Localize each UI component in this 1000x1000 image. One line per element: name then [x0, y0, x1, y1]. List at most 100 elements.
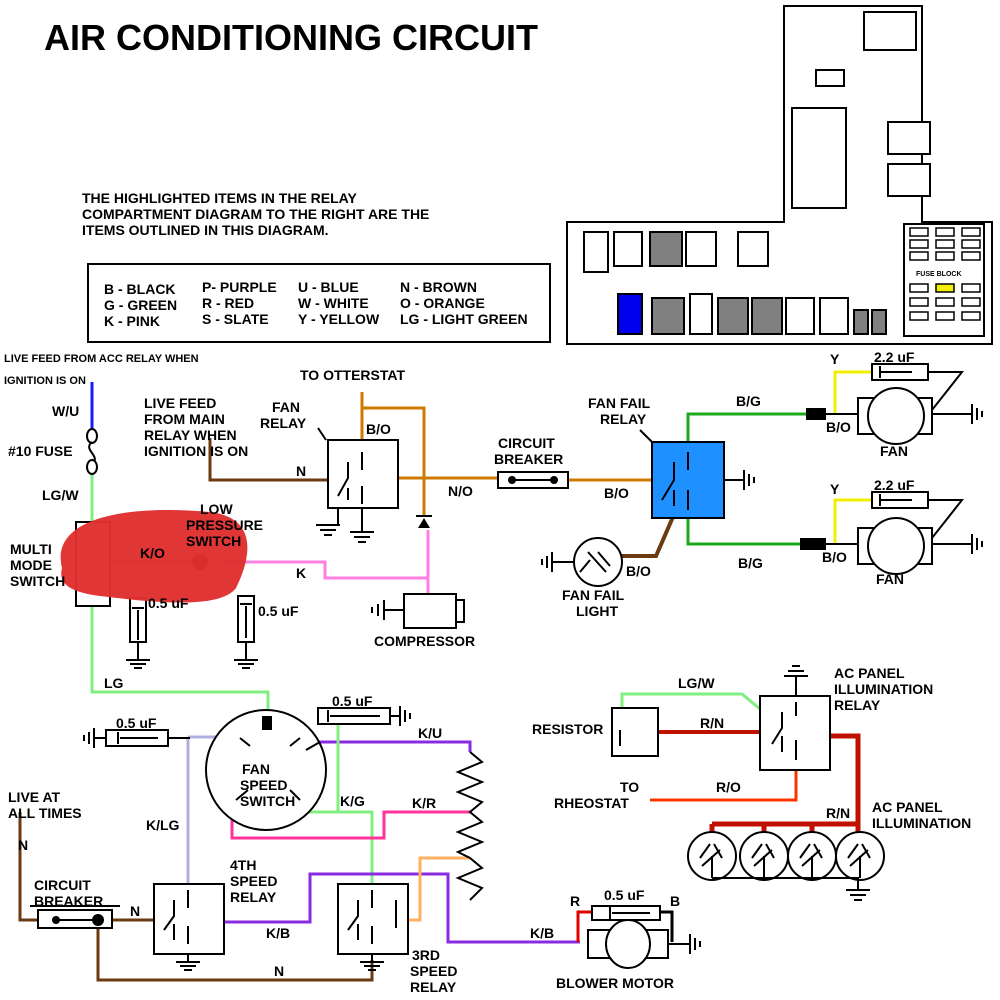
capacitor-fan-speed-left — [83, 728, 190, 748]
label-live-feed-acc-1: LIVE FEED FROM ACC RELAY WHEN — [4, 353, 199, 365]
ac-panel-illumination-lamps — [687, 831, 885, 881]
label-b-g-bottom: B/G — [738, 555, 763, 571]
label-lg-w-left: LG/W — [42, 487, 79, 503]
note-line-1: THE HIGHLIGHTED ITEMS IN THE RELAY — [82, 190, 357, 206]
legend-light-green: LG - LIGHT GREEN — [400, 311, 528, 327]
wire-lg — [90, 605, 270, 722]
fan-bottom — [800, 491, 983, 575]
label-ac-illumination-2: ILLUMINATION — [872, 815, 971, 831]
illumination-lamp — [787, 831, 837, 881]
label-cap-blower: 0.5 uF — [604, 887, 645, 903]
legend-slate: S - SLATE — [202, 311, 269, 327]
fuse — [935, 251, 955, 261]
legend-blue: U - BLUE — [298, 279, 359, 295]
legend-red: R - RED — [202, 295, 254, 311]
legend-green: G - GREEN — [104, 297, 177, 313]
ac-panel-illumination-relay — [759, 665, 831, 771]
label-k-g: K/G — [340, 793, 365, 809]
label-y-bottom: Y — [830, 481, 840, 497]
label-cap-left: 0.5 uF — [148, 595, 189, 611]
label-lg: LG — [104, 675, 124, 691]
legend-purple: P- PURPLE — [202, 279, 277, 295]
fuse — [909, 251, 929, 261]
label-circuit-breaker-bottom-2: BREAKER — [34, 893, 103, 909]
label-fan-fail-light-2: LIGHT — [576, 603, 618, 619]
label-b-g-top: B/G — [736, 393, 761, 409]
highlighted-slot — [651, 297, 685, 335]
label-rheostat-2: RHEOSTAT — [554, 795, 629, 811]
compartment-slot — [685, 231, 717, 267]
label-fan-speed-3: SWITCH — [240, 793, 295, 809]
label-fan-bottom: FAN — [876, 571, 904, 587]
label-cap-fan-bottom: 2.2 uF — [874, 477, 915, 493]
fuse-grid — [909, 227, 981, 321]
legend-pink: K - PINK — [104, 313, 160, 329]
fan-speed-switch — [205, 709, 327, 831]
note-text: THE HIGHLIGHTED ITEMS IN THE RELAY COMPA… — [82, 190, 429, 238]
wires — [18, 370, 872, 982]
label-r-n-2: R/N — [826, 805, 850, 821]
blower-motor — [587, 905, 701, 969]
label-multi-mode-2: MODE — [10, 557, 52, 573]
compartment-slot — [887, 121, 931, 155]
red-annotation-scribble — [60, 510, 248, 603]
label-live-feed-acc-2: IGNITION IS ON — [4, 375, 86, 387]
label-fourth-speed-2: SPEED — [230, 873, 277, 889]
fuse — [961, 251, 981, 261]
fuse — [961, 283, 981, 293]
label-low-pressure-3: SWITCH — [186, 533, 241, 549]
label-circuit-breaker-top-2: BREAKER — [494, 451, 563, 467]
wire-b-blower — [660, 910, 674, 942]
color-legend: B - BLACK G - GREEN K - PINK P- PURPLE R… — [87, 263, 551, 343]
illumination-lamp — [739, 831, 789, 881]
wire-n-live — [18, 812, 40, 922]
fuse — [935, 227, 955, 237]
highlighted-fuse — [935, 283, 955, 293]
wire-k-b — [225, 872, 580, 944]
label-k: K — [296, 565, 306, 581]
fan-fail-relay — [639, 429, 755, 519]
wire-y-top — [833, 370, 872, 414]
label-b-o-fan-bottom: B/O — [822, 549, 847, 565]
label-ac-relay-1: AC PANEL — [834, 665, 905, 681]
label-r-blower: R — [570, 893, 580, 909]
label-live-all-1: LIVE AT — [8, 789, 61, 805]
third-speed-relay — [337, 883, 409, 971]
compartment-slot — [785, 297, 815, 335]
label-multi-mode-1: MULTI — [10, 541, 52, 557]
label-b-o-fan-top: B/O — [826, 419, 851, 435]
label-blower-motor: BLOWER MOTOR — [556, 975, 674, 991]
compartment-slot — [887, 163, 931, 197]
diode — [416, 515, 432, 528]
wire-k — [220, 530, 430, 580]
fuse-block-label: FUSE BLOCK — [916, 271, 962, 278]
label-fuse-10: #10 FUSE — [8, 443, 73, 459]
label-fan-fail-relay-1: FAN FAIL — [588, 395, 651, 411]
label-b-blower: B — [670, 893, 680, 909]
wire-k-g — [300, 810, 374, 884]
compartment-slot — [689, 293, 713, 335]
circuit-breaker-top — [497, 471, 569, 489]
fan-top — [806, 363, 983, 445]
fuse — [961, 311, 981, 321]
ac-panel-resistor — [611, 707, 659, 757]
legend-brown: N - BROWN — [400, 279, 477, 295]
label-fan-fail-light-1: FAN FAIL — [562, 587, 625, 603]
label-n-main: N — [296, 463, 306, 479]
fuse — [935, 311, 955, 321]
fuse — [909, 283, 929, 293]
compartment-slot — [613, 231, 643, 267]
label-resistor: RESISTOR — [532, 721, 603, 737]
fuse — [961, 297, 981, 307]
compartment-slot — [819, 297, 849, 335]
label-fan-fail-relay-2: RELAY — [600, 411, 647, 427]
label-cap-fan-speed-top: 0.5 uF — [332, 693, 373, 709]
labels: LIVE FEED FROM ACC RELAY WHEN IGNITION I… — [4, 349, 971, 995]
label-cap-mid: 0.5 uF — [258, 603, 299, 619]
label-live-main-3: RELAY WHEN — [144, 427, 237, 443]
label-n-o: N/O — [448, 483, 473, 499]
compartment-slot — [737, 231, 769, 267]
label-fan-speed-2: SPEED — [240, 777, 287, 793]
label-otterstat: TO OTTERSTAT — [300, 367, 405, 383]
fuse — [909, 239, 929, 249]
